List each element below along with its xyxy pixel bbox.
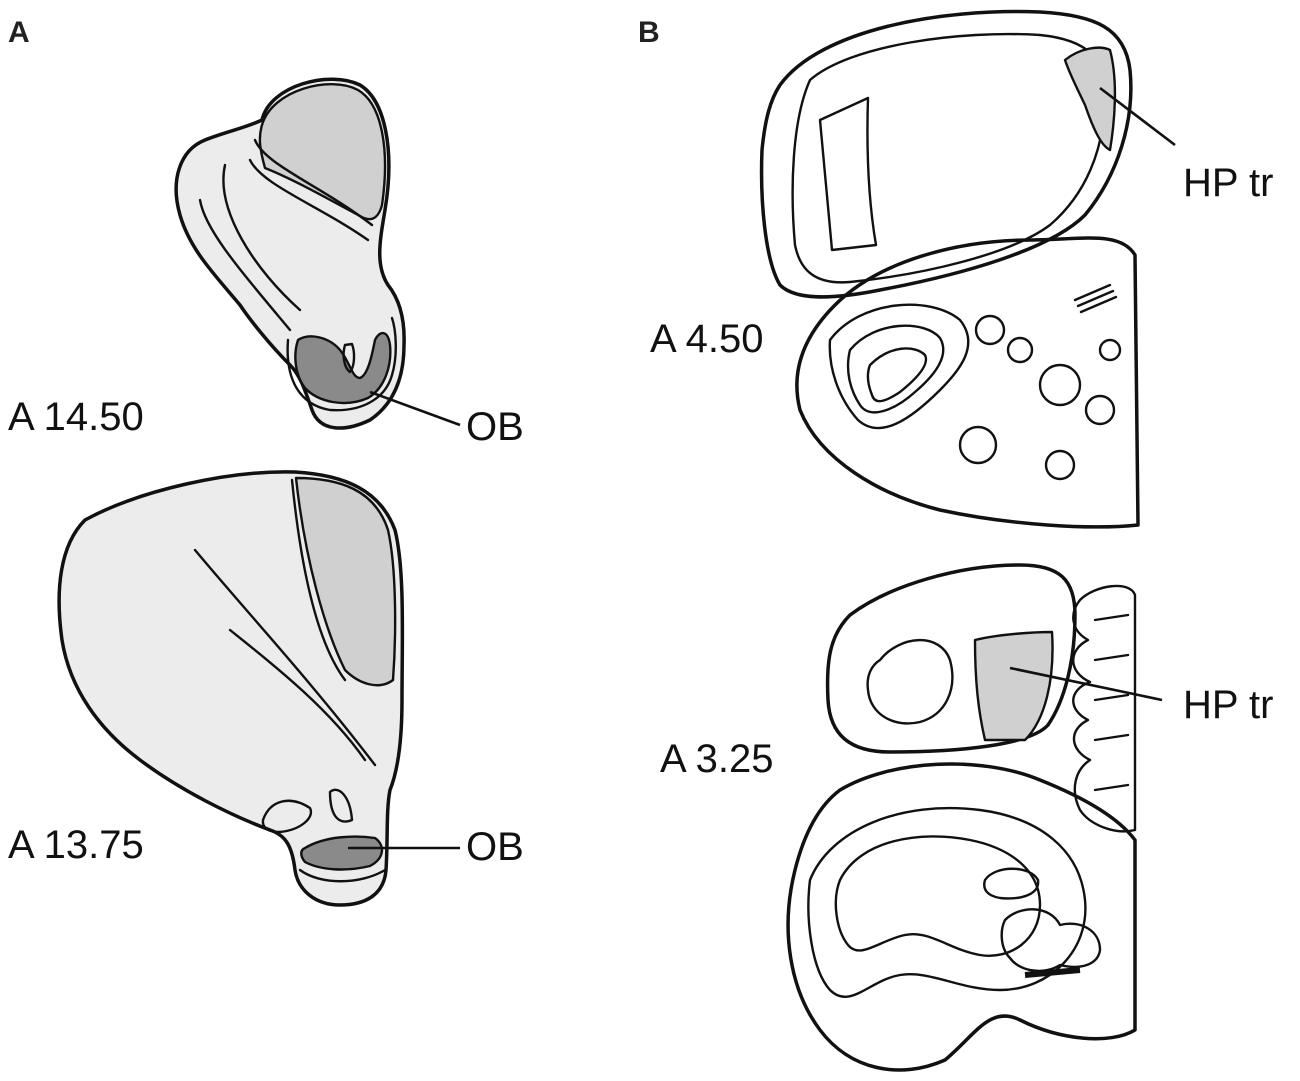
section-a-4-50-nucleus-2 (1006, 336, 1034, 364)
section-a-14-50 (174, 77, 406, 430)
region-a-3-25: HP tr (1183, 683, 1273, 727)
section-a-4-50 (759, 9, 1140, 529)
section-a-4-50-hp-tract-region (1063, 46, 1117, 152)
section-a-14-50-bulb-ring (286, 316, 397, 412)
panel-a-letter: A (8, 16, 30, 49)
section-a-4-50-cerebellum-outline (795, 236, 1140, 529)
panel-b-letter: B (638, 16, 660, 49)
section-a-14-50-inner-line-4 (198, 198, 292, 332)
section-a-3-25-hemisphere-outline (825, 563, 1077, 754)
section-a-4-50-inner-cortex (791, 32, 1107, 284)
section-a-3-25-cerebellum-folia (1072, 584, 1137, 833)
region-a-14-50: OB (466, 405, 524, 449)
section-a-14-50-ventricle (342, 342, 356, 374)
section-a-3-25-fold-1 (807, 806, 1087, 998)
leader-a-3-25-hp (1009, 666, 1163, 702)
section-a-4-50-nucleus-7 (1098, 338, 1122, 362)
section-a-3-25-brainstem-outline (786, 762, 1137, 1072)
section-a-3-25-ventricle (866, 638, 954, 725)
label-a-3-25: A 3.25 (660, 737, 773, 781)
section-a-3-25-nucleus-group (1000, 908, 1102, 973)
section-a-4-50-striatum-band (818, 96, 878, 252)
label-a-4-50: A 4.50 (650, 317, 763, 361)
section-a-4-50-nucleus-3 (1038, 363, 1082, 407)
label-a-14-50: A 14.50 (8, 395, 144, 439)
section-a-13-75-cavity-left (261, 799, 313, 834)
region-a-4-50: HP tr (1183, 161, 1273, 205)
section-a-3-25-hp-tract-region (973, 630, 1054, 742)
section-a-13-75-bulb-ring (298, 868, 387, 883)
section-a-4-50-fold-2 (846, 324, 945, 414)
section-a-13-75 (57, 470, 405, 907)
section-a-14-50-inner-line-3 (222, 163, 302, 312)
leader-a-4-50-hp (1099, 86, 1176, 147)
section-a-13-75-inner-line-1 (193, 548, 377, 767)
section-a-14-50-dorsal-cortex (258, 83, 387, 221)
section-a-13-75-inner-line-3 (290, 478, 347, 682)
section-a-4-50-nucleus-5 (958, 425, 998, 465)
section-a-13-75-cavity-right (328, 788, 354, 823)
section-a-3-25-fold-2 (834, 835, 1042, 957)
section-a-13-75-inner-line-2 (228, 628, 367, 762)
section-a-4-50-nucleus-1 (974, 314, 1006, 346)
section-a-4-50-nucleus-4 (1084, 394, 1116, 426)
section-a-4-50-nucleus-6 (1044, 449, 1076, 481)
section-a-4-50-hemisphere-outline (759, 9, 1133, 299)
section-a-14-50-inner-line-1 (253, 138, 374, 227)
section-a-3-25-cavity (983, 867, 1040, 900)
region-a-13-75: OB (466, 825, 524, 869)
leader-a-14-50-ob (369, 390, 461, 427)
section-a-14-50-inner-line-2 (248, 158, 370, 242)
label-a-13-75: A 13.75 (8, 823, 144, 867)
section-a-13-75-dorsal-cortex (294, 476, 397, 687)
section-a-4-50-fold-3 (866, 347, 928, 403)
section-a-3-25 (786, 563, 1137, 1072)
section-a-13-75-olfactory-bulb (300, 835, 384, 871)
section-a-4-50-fold-1 (828, 303, 970, 430)
section-a-4-50-tract-lines (1073, 283, 1118, 314)
section-a-3-25-folia-inner (1093, 613, 1130, 792)
section-a-3-25-tract-bar (1024, 967, 1081, 978)
